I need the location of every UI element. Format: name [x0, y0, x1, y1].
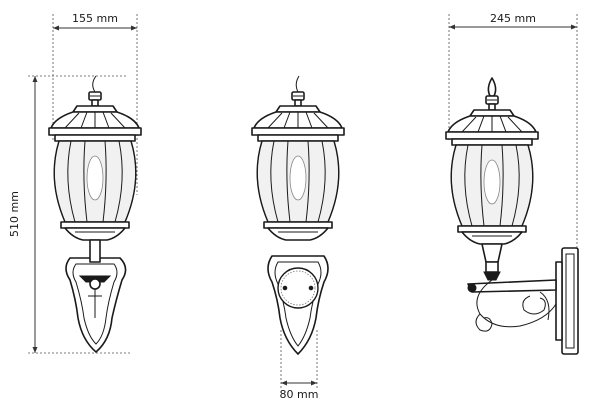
wall-mount-flange: [555, 261, 563, 341]
wall-mount-plate: [561, 247, 579, 355]
arrow-right: [311, 380, 317, 386]
mounting-disc-ring: [280, 270, 316, 306]
arrow-right: [131, 25, 137, 31]
dimension-height: 510 mm: [8, 75, 130, 354]
arrow-left: [53, 25, 59, 31]
lantern-head: [445, 95, 539, 245]
cable: [295, 75, 300, 93]
arrow-bottom: [32, 347, 38, 353]
arm-hub: [89, 278, 101, 290]
dimension-front-width: 155 mm: [52, 12, 138, 195]
wall-mount-plate-inner: [565, 253, 575, 349]
dimension-label-height: 510 mm: [8, 191, 21, 237]
mounting-disc: [277, 267, 319, 309]
arm-stem: [89, 239, 101, 263]
wall-plate-inner: [72, 263, 118, 345]
dimension-label-front-width: 155 mm: [72, 12, 118, 25]
scroll-curl-right: [522, 295, 546, 315]
dimension-side-depth: 245 mm: [448, 12, 578, 248]
side-view: [445, 77, 579, 355]
dimension-back-plate-width: 80 mm: [280, 330, 319, 401]
arm-finial: [467, 283, 477, 293]
screw-hole-left: [282, 285, 288, 291]
cable: [92, 75, 97, 93]
column-nut: [483, 271, 501, 281]
dimension-label-back-plate-width: 80 mm: [280, 388, 319, 401]
dimension-label-side-depth: 245 mm: [490, 12, 536, 25]
front-view: [48, 75, 142, 353]
column-top: [481, 243, 503, 263]
arrow-right: [571, 24, 577, 30]
arrow-left: [449, 24, 455, 30]
back-view: [251, 75, 345, 355]
scroll-curl-left: [475, 313, 493, 332]
wall-plate: [65, 257, 127, 353]
arrow-left: [281, 380, 287, 386]
lantern-head: [48, 91, 142, 241]
scroll-support: [539, 291, 550, 321]
arrow-top: [32, 76, 38, 82]
screw-hole-right: [308, 285, 314, 291]
scroll-bracket: [476, 279, 557, 328]
lantern-head: [251, 91, 345, 241]
column-collar: [485, 261, 499, 273]
finial: [487, 77, 497, 97]
